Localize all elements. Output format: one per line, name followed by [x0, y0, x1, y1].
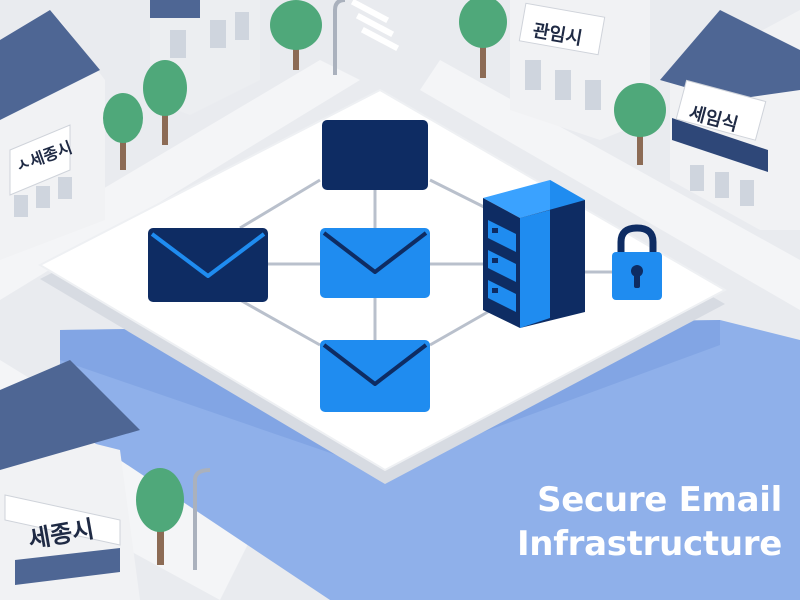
tree [143, 60, 187, 145]
building-top-left: ㅅ세종시 [0, 10, 105, 260]
padlock-icon [612, 224, 662, 300]
caption-line-2: Infrastructure [516, 524, 782, 564]
tree [136, 468, 184, 565]
tree [614, 83, 666, 165]
trees [103, 0, 666, 565]
blue-envelope-bottom-icon [320, 340, 430, 412]
tree [103, 93, 143, 170]
building-bottom-left: 세종시 [0, 360, 140, 600]
tree [270, 0, 322, 70]
street-top-right [420, 60, 800, 310]
dark-envelope-icon [148, 228, 268, 302]
server-icon [483, 180, 585, 328]
blue-envelope-icon [320, 228, 430, 298]
tree [459, 0, 507, 78]
dark-box-icon [322, 120, 428, 190]
caption-line-1: Secure Email [537, 480, 782, 520]
caption: Secure Email Infrastructure [462, 478, 782, 566]
lamp-post-top [333, 0, 346, 75]
lamp-post-bottom [193, 468, 211, 570]
building-right: 세임식 [660, 10, 800, 230]
